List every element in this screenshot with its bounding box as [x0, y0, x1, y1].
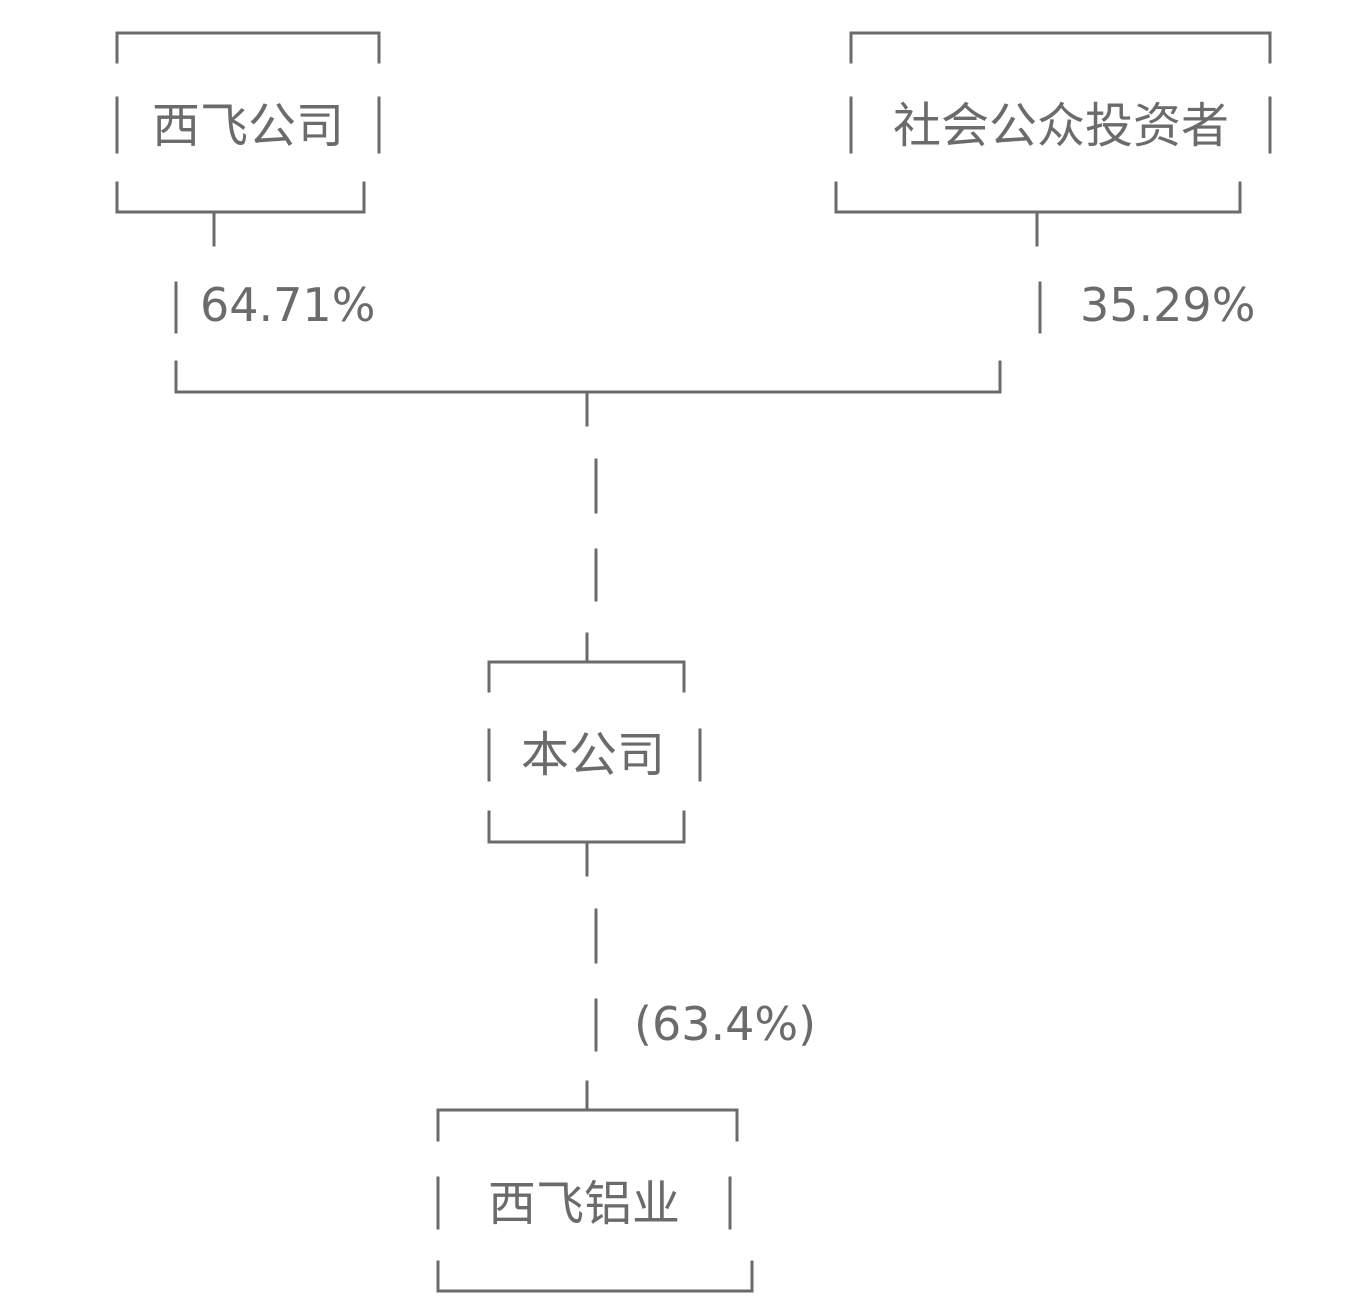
- edge-xifei-aluminum: (63.4%): [585, 840, 816, 1112]
- edge-share-label: 64.71%: [200, 278, 375, 332]
- edge-share-label: 35.29%: [1080, 278, 1255, 332]
- edge-public-investors: 35.29%: [1035, 210, 1255, 334]
- node-label: 社会公众投资者: [893, 98, 1229, 154]
- node-xifei-aluminum: 西飞铝业: [436, 1108, 754, 1293]
- node-label: 本公司: [521, 727, 665, 783]
- edge-xifei-company: 64.71%: [174, 210, 375, 334]
- node-label: 西飞公司: [152, 98, 344, 154]
- node-public-investors: 社会公众投资者: [834, 31, 1272, 214]
- node-label: 西飞铝业: [488, 1176, 680, 1232]
- node-our-company: 本公司: [487, 660, 702, 844]
- node-xifei-company: 西飞公司: [115, 31, 381, 214]
- edge-share-label: (63.4%): [634, 997, 816, 1051]
- merge-bracket: [174, 360, 1002, 664]
